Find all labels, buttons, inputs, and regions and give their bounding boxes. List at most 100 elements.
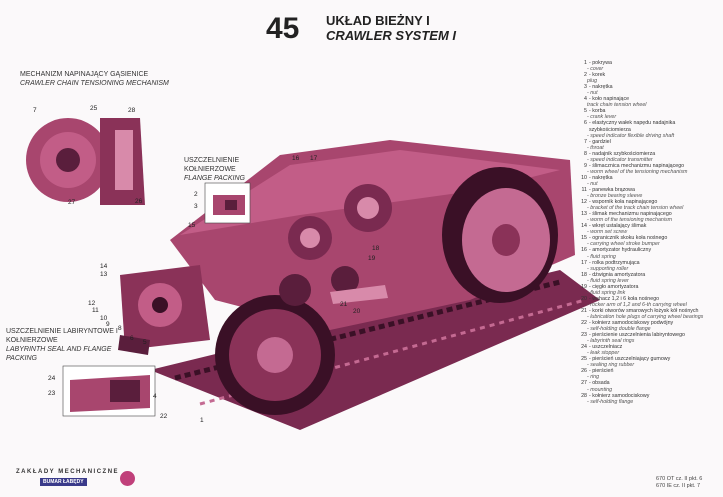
caption-flange-en: FLANGE PACKING xyxy=(184,175,245,182)
callout-27: 27 xyxy=(68,199,76,206)
callout-3: 3 xyxy=(194,203,198,210)
legend-number: 16 xyxy=(581,247,587,254)
legend-item: 28- kołnierz samodociskowy xyxy=(578,393,718,399)
caption-labyrinth-en: LABYRINTH SEAL AND FLANGE PACKING xyxy=(6,346,112,362)
legend-number: 3 xyxy=(584,84,587,91)
callout-9: 9 xyxy=(106,321,110,328)
legend-number: 2 xyxy=(584,72,587,79)
legend-item: 12- wspornik koła napinającego xyxy=(578,199,718,205)
callout-7: 7 xyxy=(33,107,37,114)
legend-label-pl: - kołnierz samodociskowy podwójny xyxy=(589,320,674,327)
page-title: UKŁAD BIEŻNY I CRAWLER SYSTEM I xyxy=(326,13,456,43)
callout-25: 25 xyxy=(90,105,98,112)
legend-number: 7 xyxy=(584,138,587,145)
legend-item: 13- ślimak mechanizmu napinającego xyxy=(578,211,718,217)
legend-item: 24- uszczelniacz xyxy=(578,344,718,350)
legend-label-en: - nut xyxy=(587,90,598,97)
callout-4: 4 xyxy=(153,393,157,400)
legend-label-pl: - pierścień uszczelniający gumowy xyxy=(589,356,671,363)
title-pl: UKŁAD BIEŻNY I xyxy=(326,13,430,28)
legend-label-pl: - pierścienie uszczelnienia labiryntoweg… xyxy=(589,332,685,339)
legend-item: 23- pierścienie uszczelnienia labiryntow… xyxy=(578,332,718,338)
company-logo: BUMAR ŁABĘDY xyxy=(40,478,87,486)
legend-item: 6- elastyczny wałek napędu nadajnika szy… xyxy=(578,120,718,132)
legend-label-pl: - dźwignia amortyzatora xyxy=(589,271,646,278)
axle-shaft xyxy=(330,285,388,304)
legend-item: 17- rolka podtrzymująca xyxy=(578,260,718,266)
legend-item: 14- wkręt ustalający ślimak xyxy=(578,223,718,229)
legend-label-pl: - wahacz 1,2 i 6 koła nośnego xyxy=(589,295,660,302)
legend-item: 10- nakrętka xyxy=(578,175,718,181)
legend-number: 22 xyxy=(581,320,587,327)
legend-number: 21 xyxy=(581,307,587,314)
legend-label-en: - self-holding flange xyxy=(587,398,634,405)
page-number: 45 xyxy=(266,12,300,45)
legend-item: 11- panewka brązowa xyxy=(578,187,718,193)
hub-assembly xyxy=(118,265,210,355)
callout-15: 15 xyxy=(188,222,196,229)
legend-label-pl: - korek xyxy=(589,72,606,79)
legend-number: 15 xyxy=(581,235,587,242)
legend-label-pl: - pokrywa xyxy=(589,60,612,66)
title-en: CRAWLER SYSTEM I xyxy=(326,28,457,43)
legend-label-pl: - nakrętka xyxy=(589,84,613,91)
legend-label-en: - self-holding double flange xyxy=(587,326,651,333)
legend-label-en: - worm set screw xyxy=(587,229,628,236)
callout-numbers: 1 2 3 4 5 6 7 8 9 10 11 12 13 14 15 16 1… xyxy=(33,105,380,424)
callout-2: 2 xyxy=(194,191,198,198)
document-reference: 670 OT cz. II pkt. 6 670 IE cz. II pkt. … xyxy=(656,476,703,489)
callout-11: 11 xyxy=(92,307,99,314)
legend-label-pl: - ślimacznica mechanizmu napinającego xyxy=(589,162,685,169)
caption-tensioning-en: CRAWLER CHAIN TENSIONING MECHANISM xyxy=(20,80,169,87)
flange-packing-inset xyxy=(204,182,251,224)
legend-number: 25 xyxy=(581,356,587,363)
legend-number: 26 xyxy=(581,368,587,375)
legend-item: 19- cięgło amortyzatora xyxy=(578,284,718,290)
callout-8: 8 xyxy=(118,325,122,332)
legend-item: 26- pierścień xyxy=(578,368,718,374)
legend-label-en: - worm wheel of the tensioning mechanism xyxy=(587,168,688,175)
callout-6: 6 xyxy=(130,335,134,342)
legend-number: 23 xyxy=(581,332,587,339)
caption-tensioning-pl: MECHANIZM NAPINAJĄCY GĄSIENICE xyxy=(20,71,149,78)
callout-19: 19 xyxy=(368,255,376,262)
legend-label-en: - lubrication hole plugs of carrying whe… xyxy=(587,313,704,320)
legend-label-pl: - obsada xyxy=(589,380,610,387)
legend-number: 8 xyxy=(584,150,587,157)
legend-label-en: - sealing ring rubber xyxy=(587,362,635,369)
legend-item: 15- ogranicznik skoku koła nośnego xyxy=(578,235,718,241)
legend-label-en: - leak stopper xyxy=(587,350,620,357)
legend-label-pl: - ogranicznik skoku koła nośnego xyxy=(589,235,668,242)
legend-item: 20- wahacz 1,2 i 6 koła nośnego xyxy=(578,296,718,302)
caption-labyrinth-pl: USZCZELNIENIE LABIRYNTOWE I KOŁNIERZOWE xyxy=(6,328,118,344)
support-rollers xyxy=(279,184,392,306)
caption-labyrinth: USZCZELNIENIE LABIRYNTOWE I KOŁNIERZOWE … xyxy=(6,327,121,363)
legend-label-en: plug xyxy=(587,78,598,85)
legend-number: 13 xyxy=(581,211,587,218)
legend-number: 17 xyxy=(581,259,587,266)
rear-wheel xyxy=(442,167,558,303)
legend-label-pl: - korba xyxy=(589,108,606,115)
legend-item: 21- korki otworów smarowych łożysk kół n… xyxy=(578,308,718,314)
legend-label-en: - speed indicator transmitter xyxy=(587,156,653,163)
callout-10: 10 xyxy=(100,315,108,322)
legend-label-pl: - uszczelniacz xyxy=(589,344,623,351)
legend-label-pl: - rolka podtrzymująca xyxy=(589,259,640,266)
legend-number: 6 xyxy=(584,120,587,127)
callout-17: 17 xyxy=(310,155,318,162)
legend-item: 4- koło napinające xyxy=(578,96,718,102)
legend-number: 9 xyxy=(584,162,587,169)
legend-label-pl: - ślimak mechanizmu napinającego xyxy=(589,211,672,218)
callout-14: 14 xyxy=(100,263,108,270)
legend-number: 5 xyxy=(584,108,587,115)
legend-label-en: - bracket of the track chain tension whe… xyxy=(587,205,684,212)
legend-label-en: - bronze bearing sleeve xyxy=(587,193,643,200)
legend-label-en: - ring xyxy=(587,374,600,381)
caption-flange-pl: USZCZELNIENIE KOŁNIERZOWE xyxy=(184,157,240,173)
legend-label-pl: - koło napinające xyxy=(589,96,630,103)
labyrinth-seal-inset xyxy=(62,365,156,417)
legend-label-en: - speed indicator flexible driving shaft xyxy=(587,132,675,139)
callout-23: 23 xyxy=(48,390,56,397)
callout-26: 26 xyxy=(135,198,143,205)
